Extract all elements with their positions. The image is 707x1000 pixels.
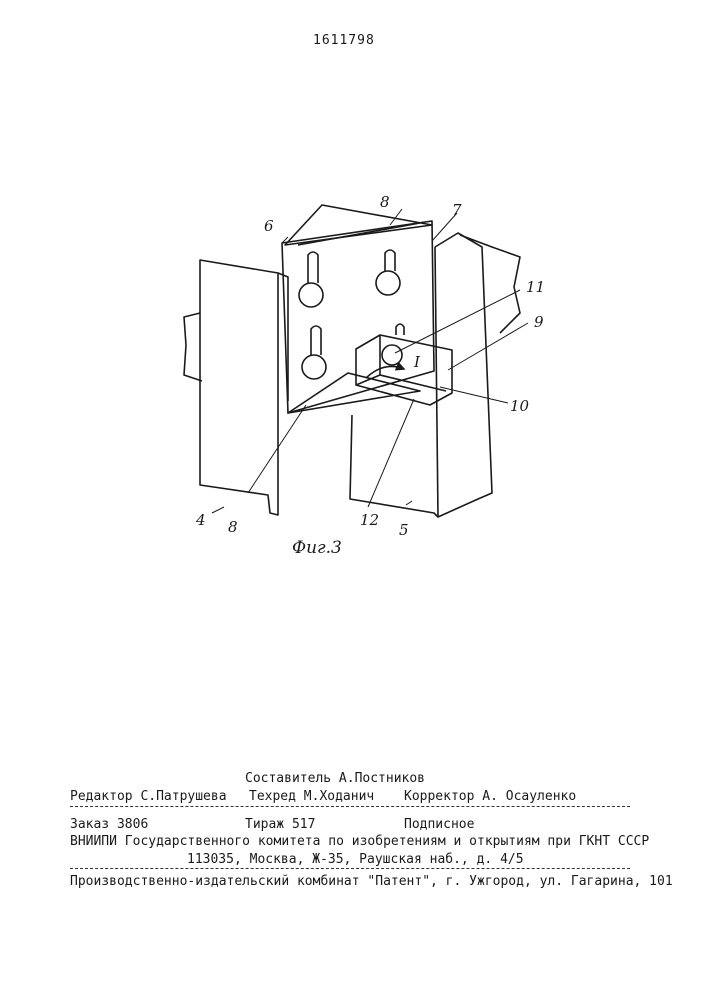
- label-6: 6: [264, 217, 274, 235]
- label-9: 9: [534, 313, 544, 331]
- label-7: 7: [452, 201, 462, 219]
- label-8-bottom: 8: [228, 518, 238, 536]
- imprint-publisher: Производственно-издательский комбинат "П…: [70, 874, 673, 889]
- divider-bottom: [70, 868, 630, 869]
- label-10: 10: [510, 397, 530, 415]
- imprint-print-run: Тираж 517: [245, 817, 315, 832]
- imprint-corrector: Корректор А. Осауленко: [404, 789, 576, 804]
- label-view-I: I: [413, 353, 421, 371]
- slotted-holes: [299, 250, 404, 379]
- imprint-order: Заказ 3806: [70, 817, 148, 832]
- imprint-address: 113035, Москва, Ж-35, Раушская наб., д. …: [187, 852, 524, 867]
- imprint-techred: Техред М.Ходанич: [249, 789, 374, 804]
- label-11: 11: [526, 278, 545, 296]
- column-left: [200, 260, 278, 515]
- figure-3-drawing: 6 8 7 11 9 10 I 4 8 12 5 Фиг.3: [170, 195, 550, 565]
- imprint-compiler: Составитель А.Постников: [245, 771, 425, 786]
- figure-caption: Фиг.3: [292, 538, 342, 558]
- imprint-editor: Редактор С.Патрушева: [70, 789, 227, 804]
- patent-number: 1611798: [313, 33, 375, 48]
- label-8-top: 8: [380, 195, 390, 211]
- beam-right: [460, 235, 520, 333]
- imprint-institute: ВНИИПИ Государственного комитета по изоб…: [70, 834, 649, 849]
- imprint-subscription: Подписное: [404, 817, 474, 832]
- label-4: 4: [195, 511, 206, 529]
- angle-bracket: [356, 335, 452, 405]
- label-12: 12: [360, 511, 379, 529]
- divider-top: [70, 806, 630, 807]
- label-5: 5: [399, 521, 409, 539]
